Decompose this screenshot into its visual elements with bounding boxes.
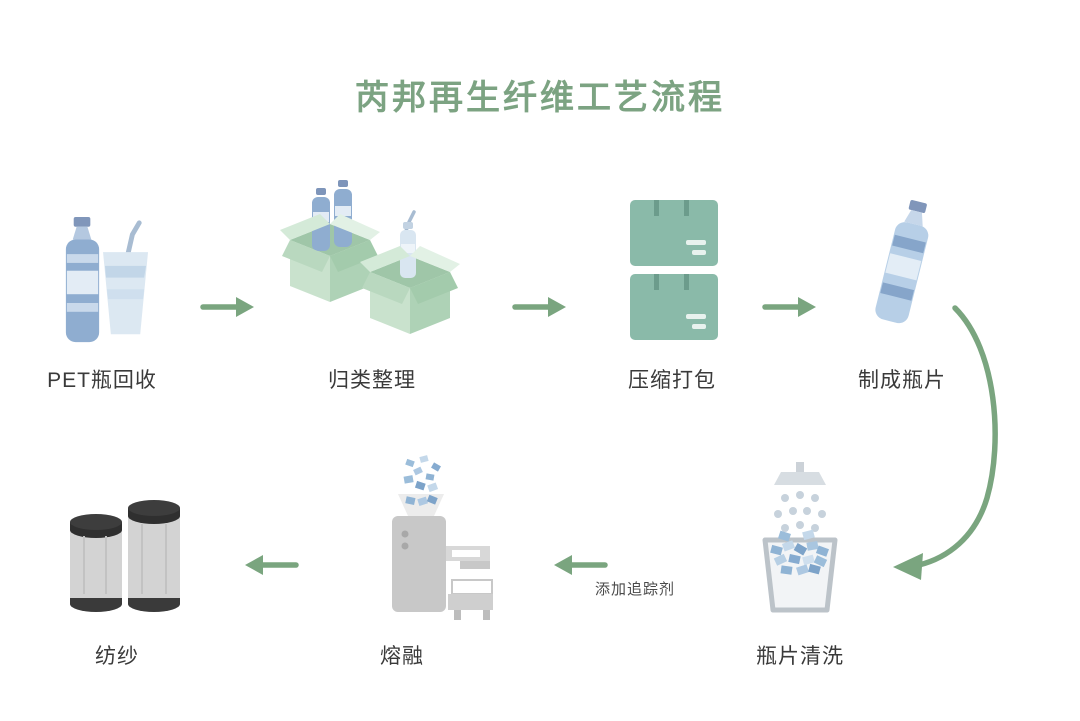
yarn-spools-icon [62, 500, 187, 622]
arrow-right-icon [512, 294, 568, 320]
step-label-baling: 压缩打包 [628, 369, 716, 392]
step-label-sorting: 归类整理 [328, 369, 416, 392]
compressed-bales-icon [628, 198, 720, 346]
melting-machine-icon [348, 453, 493, 625]
step-label-melting: 熔融 [380, 645, 424, 668]
step-label-flaking: 制成瓶片 [858, 369, 946, 392]
tracer-annotation: 添加追踪剂 [594, 581, 675, 598]
curved-arrow-icon [885, 302, 1010, 587]
arrow-right-icon [762, 294, 818, 320]
pet-bottle-icon [855, 200, 955, 332]
shower-wash-icon [745, 462, 855, 617]
step-label-pet-recycle: PET瓶回收 [47, 369, 157, 392]
boxes-with-bottles-icon [275, 163, 470, 345]
arrow-left-icon [552, 552, 608, 578]
arrow-right-icon [200, 294, 256, 320]
step-label-spinning: 纺纱 [95, 645, 139, 668]
arrow-left-icon [243, 552, 299, 578]
pet-bottle-and-cup-icon [45, 215, 165, 347]
step-label-washing: 瓶片清洗 [756, 645, 844, 668]
diagram-title: 芮邦再生纤维工艺流程 [355, 79, 725, 117]
